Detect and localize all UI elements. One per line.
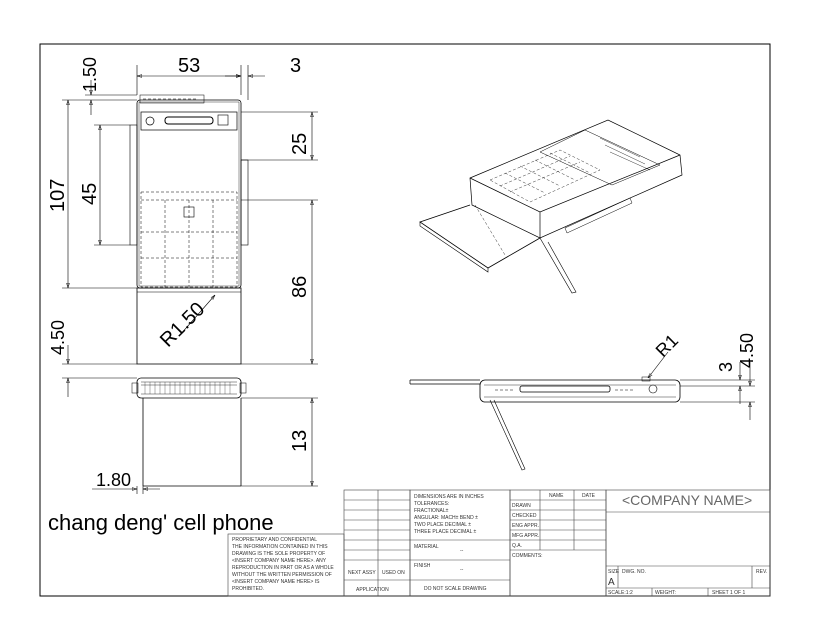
used-on: USED ON [382, 570, 405, 576]
size-value: A [608, 577, 615, 588]
dim-width-top: 53 [178, 55, 200, 77]
dim-body-depth: 13 [289, 430, 311, 452]
bottom-dimension-lines [92, 397, 318, 494]
finish-value: -- [460, 567, 464, 573]
tolerance-line-4: ANGULAR: MACH± BEND ± [414, 515, 478, 521]
tolerance-line-3: FRACTIONAL± [414, 508, 449, 514]
dim-bottom-offset: 1.80 [96, 470, 131, 490]
dim-lower-block: 86 [289, 276, 311, 298]
mfg-appr-label: MFG APPR. [512, 533, 539, 539]
proprietary-line-7: <INSERT COMPANY NAME HERE> IS [232, 579, 320, 585]
proprietary-line-5: REPRODUCTION IN PART OR AS A WHOLE [232, 565, 334, 571]
proprietary-line-4: <INSERT COMPANY NAME HERE>. ANY [232, 558, 327, 564]
qa-label: Q.A. [512, 543, 522, 549]
application: APPLICATION [356, 587, 389, 593]
dimension-labels: 53 3 1.50 107 45 25 86 4.50 R1.50 13 1.8… [47, 55, 757, 490]
side-dimension-lines [648, 351, 755, 420]
dim-screen-band: 25 [289, 133, 311, 155]
proprietary-line-2: THE INFORMATION CONTAINED IN THIS [232, 544, 328, 550]
scale-label: SCALE:1:2 [608, 590, 633, 596]
dim-side-offset: 4.50 [737, 333, 757, 368]
proprietary-line-6: WITHOUT THE WRITTEN PERMISSION OF [232, 572, 332, 578]
proprietary-line-1: PROPRIETARY AND CONFIDENTIAL [232, 537, 317, 543]
dim-top-gap: 1.50 [80, 57, 100, 92]
tolerance-line-2: TOLERANCES: [414, 501, 449, 507]
tolerance-line-1: DIMENSIONS ARE IN INCHES [414, 494, 484, 500]
dim-edge-offset: 4.50 [48, 320, 68, 355]
dim-upper-block: 45 [79, 183, 101, 205]
dwg-no-label: DWG. NO. [622, 569, 646, 575]
rev-label: REV. [756, 569, 767, 575]
weight-label: WEIGHT: [655, 590, 676, 596]
drawn-label: DRAWN [512, 503, 531, 509]
finish-label: FINISH [414, 563, 431, 569]
isometric-view [419, 119, 683, 294]
eng-appr-label: ENG APPR. [512, 523, 539, 529]
part-title: chang deng' cell phone [48, 510, 274, 535]
dim-radius-large: R1.50 [156, 298, 209, 351]
name-header: NAME [549, 493, 564, 499]
size-label: SIZE [608, 569, 620, 575]
tolerance-line-6: THREE PLACE DECIMAL ± [414, 529, 477, 535]
do-not-scale: DO NOT SCALE DRAWING [424, 586, 487, 592]
material-value: -- [460, 548, 464, 554]
dim-overall-height: 107 [47, 179, 69, 212]
date-header: DATE [582, 493, 596, 499]
title-block [227, 489, 771, 597]
bottom-view [131, 377, 247, 487]
comments-label: COMMENTS: [512, 553, 543, 559]
checked-label: CHECKED [512, 513, 537, 519]
front-dimension-lines [62, 65, 318, 397]
dim-side-step: 3 [716, 362, 736, 372]
side-view [409, 376, 681, 471]
proprietary-line-8: PROHIBITED. [232, 586, 264, 592]
title-block-text: <COMPANY NAME> DIMENSIONS ARE IN INCHES … [232, 492, 767, 596]
next-assy: NEXT ASSY [348, 570, 376, 576]
tolerance-line-5: TWO PLACE DECIMAL ± [414, 522, 471, 528]
sheet-label: SHEET 1 OF 1 [712, 590, 745, 596]
company-name: <COMPANY NAME> [622, 492, 752, 508]
dim-radius-small: R1 [652, 330, 682, 360]
proprietary-line-3: DRAWING IS THE SOLE PROPERTY OF [232, 551, 325, 557]
dim-right-gap: 3 [290, 55, 301, 77]
material-label: MATERIAL [414, 544, 439, 550]
